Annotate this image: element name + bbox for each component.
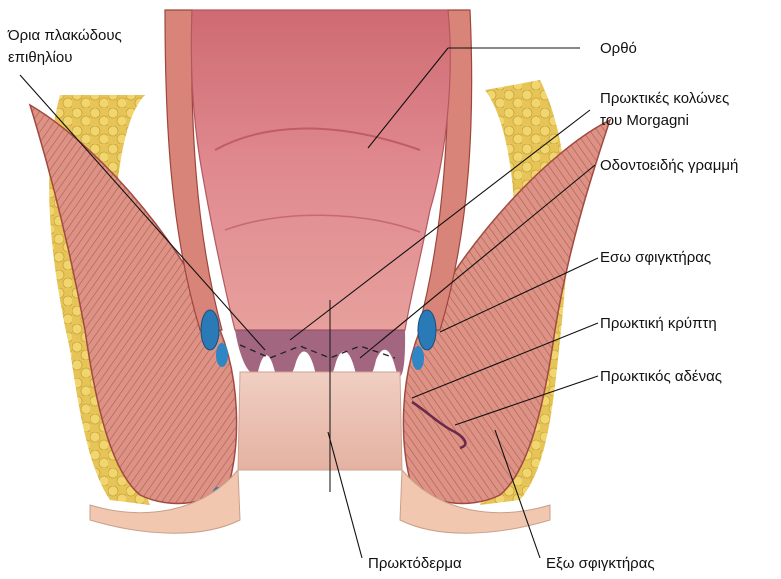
label-epithelium-line2: επιθηλίου (8, 49, 72, 66)
label-dentate: Οδοντοειδής γραμμή (600, 157, 738, 174)
anoderm-region (238, 372, 402, 470)
label-gland: Πρωκτικός αδένας (600, 368, 722, 385)
label-external-sphincter: Εξω σφιγκτήρας (546, 555, 655, 572)
label-epithelium-line1: Όρια πλακώδους (7, 27, 122, 44)
rectum-lumen (191, 10, 450, 330)
label-crypt: Πρωκτική κρύπτη (600, 315, 717, 332)
label-columns-line1: Πρωκτικές κολώνες (600, 90, 729, 107)
label-internal-sphincter: Εσω σφιγκτήρας (600, 249, 711, 266)
label-anoderm: Πρωκτόδερμα (368, 555, 462, 572)
label-rectum: Ορθό (600, 40, 637, 57)
label-columns-line2: του Morgagni (600, 112, 689, 129)
